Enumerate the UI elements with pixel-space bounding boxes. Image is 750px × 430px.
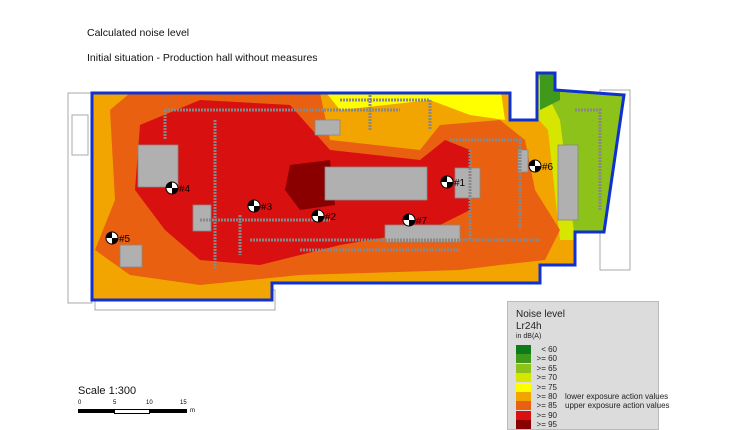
hall-outline <box>90 71 626 302</box>
legend-item: >= 70 <box>516 373 565 383</box>
map-title: Calculated noise level <box>87 27 190 39</box>
scale-label: Scale 1:300 <box>78 385 137 397</box>
receiver-label: #4 <box>179 184 191 195</box>
receiver-marker: #5 <box>105 231 131 245</box>
receiver-marker: #7 <box>402 213 428 227</box>
receiver-label: #1 <box>454 178 466 189</box>
scale-tick: 15 <box>180 400 187 406</box>
map-subtitle: Initial situation - Production hall with… <box>87 52 318 64</box>
legend-item: >= 85 upper exposure action values <box>516 401 670 411</box>
receiver-label: #6 <box>542 162 554 173</box>
legend-item: >= 90 <box>516 410 565 420</box>
receiver-label: #3 <box>261 202 273 213</box>
legend-level: < 60 <box>541 345 557 354</box>
scale-unit: m <box>190 408 195 414</box>
legend-note: lower exposure action values <box>565 392 669 401</box>
legend-note: upper exposure action values <box>565 401 670 411</box>
legend-swatch <box>516 354 531 364</box>
receiver-marker: #2 <box>311 209 337 223</box>
legend-level: >= 60 <box>536 354 557 364</box>
legend-level: >= 75 <box>536 382 557 392</box>
legend-title: Noise level <box>516 309 565 320</box>
legend-swatch <box>516 392 531 401</box>
legend-item: >= 60 <box>516 354 565 364</box>
legend-swatch <box>516 363 531 373</box>
receiver-marker: #6 <box>528 159 554 173</box>
legend-unit: in dB(A) <box>516 333 542 340</box>
receiver-marker: #1 <box>440 175 466 189</box>
legend-item: >= 95 <box>516 420 565 430</box>
legend-level: >= 90 <box>536 410 557 420</box>
legend-level: >= 65 <box>536 363 557 373</box>
receiver-marker: #3 <box>247 199 273 213</box>
legend-level: >= 70 <box>536 373 557 383</box>
legend-level: >= 95 <box>536 420 557 430</box>
buildings <box>119 119 579 268</box>
scale-tick: 10 <box>146 400 153 406</box>
receiver-label: #5 <box>119 234 131 245</box>
receiver-label: #2 <box>325 212 337 223</box>
legend-item: >= 75 <box>516 382 565 392</box>
receiver-label: #7 <box>416 216 428 227</box>
scale-tick: 0 <box>78 400 82 406</box>
legend-swatch <box>516 373 531 383</box>
conveyor-lines <box>163 95 602 270</box>
legend-swatch <box>516 401 531 411</box>
noise-level-legend: Noise level Lr24h in dB(A) < 60>= 60>= 6… <box>507 301 670 430</box>
legend-item: < 60 <box>516 345 565 354</box>
legend-swatch <box>516 410 531 420</box>
legend-item: >= 65 <box>516 363 565 373</box>
legend-swatch <box>516 420 531 430</box>
receiver-marker: #4 <box>165 181 191 195</box>
legend-metric: Lr24h <box>516 321 542 332</box>
legend-swatch <box>516 345 531 354</box>
legend-item: >= 80 lower exposure action values <box>516 392 668 401</box>
scale-bar: Scale 1:300 0 5 10 15 m <box>78 385 198 416</box>
scale-tick: 5 <box>113 400 117 406</box>
legend-swatch <box>516 382 531 392</box>
legend-level: >= 80 <box>536 392 557 401</box>
legend-level: >= 85 <box>536 401 557 411</box>
